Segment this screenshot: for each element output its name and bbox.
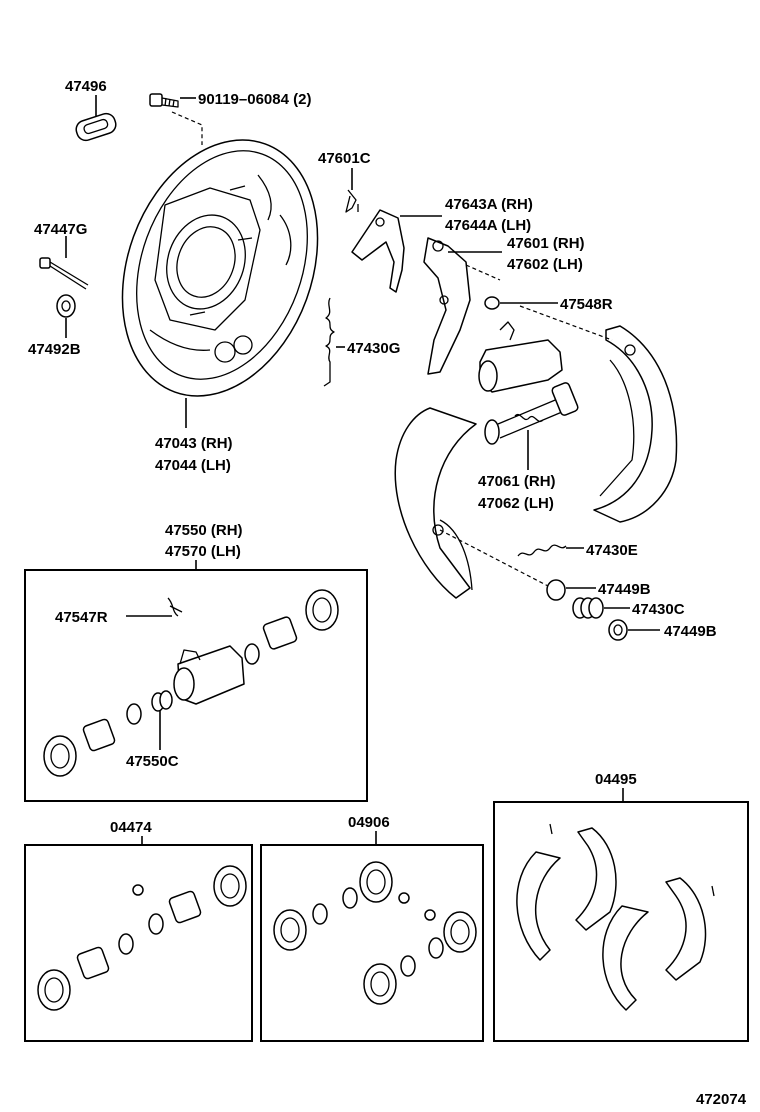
part-labels: 47496 90119–06084 (2) 47447G 47492B 4704… <box>28 78 747 1108</box>
wheel-cylinder-47061 <box>478 321 563 393</box>
brake-shoe-right <box>593 325 678 523</box>
label-47548r: 47548R <box>560 296 613 313</box>
label-47449b-1: 47449B <box>598 581 651 598</box>
label-90119: 90119–06084 (2) <box>198 91 311 108</box>
label-47496: 47496 <box>65 78 107 95</box>
label-47061: 47061 (RH) <box>478 473 556 490</box>
box-04906-parts <box>273 861 477 1005</box>
label-47643a: 47643A (RH) <box>445 196 533 213</box>
label-kit-04474: 04474 <box>110 819 152 836</box>
label-47449b-2: 47449B <box>664 623 717 640</box>
box-04495-parts <box>516 823 715 1011</box>
adjuster-47061 <box>484 382 579 445</box>
box-47550-parts <box>43 589 339 777</box>
cup-47449b-2 <box>608 619 628 641</box>
lever-47601 <box>423 237 471 375</box>
lever-47643a <box>351 209 405 293</box>
brake-shoe-left <box>394 407 477 599</box>
label-47602: 47602 (LH) <box>507 256 583 273</box>
label-47601: 47601 (RH) <box>507 235 585 252</box>
label-47550: 47550 (RH) <box>165 522 243 539</box>
label-47044: 47044 (LH) <box>155 457 231 474</box>
backing-plate <box>121 139 319 397</box>
spring-47430e <box>517 544 567 557</box>
illustration-number: 472074 <box>696 1091 747 1108</box>
kit-box-04906 <box>260 844 484 1042</box>
label-47492b: 47492B <box>28 341 81 358</box>
label-47430c: 47430C <box>632 601 685 618</box>
label-47447g: 47447G <box>34 221 87 238</box>
label-47547r: 47547R <box>55 609 108 626</box>
label-47043: 47043 (RH) <box>155 435 233 452</box>
label-47550c: 47550C <box>126 753 179 770</box>
box-04474-parts <box>37 865 247 1011</box>
plug-47496 <box>75 112 117 142</box>
label-kit-04495: 04495 <box>595 771 637 788</box>
label-47430g: 47430G <box>347 340 400 357</box>
leader-lines <box>65 95 660 845</box>
kit-box-04474 <box>24 844 253 1042</box>
label-47430e: 47430E <box>586 542 638 559</box>
cup-47449b-1 <box>546 579 566 601</box>
cap-47548r <box>484 296 500 310</box>
spring-47430c <box>572 597 604 619</box>
label-47570: 47570 (LH) <box>165 543 241 560</box>
bolt-90119 <box>149 93 179 108</box>
kit-box-04495 <box>493 801 749 1042</box>
label-47644a: 47644A (LH) <box>445 217 531 234</box>
label-kit-04906: 04906 <box>348 814 390 831</box>
label-47601c: 47601C <box>318 150 371 167</box>
clip-47601c <box>345 189 359 213</box>
kit-box-47550 <box>24 569 368 802</box>
spring-47430g <box>323 297 335 387</box>
grommet-47492b <box>56 294 76 318</box>
label-47062: 47062 (LH) <box>478 495 554 512</box>
bolt-47447g <box>39 257 89 290</box>
